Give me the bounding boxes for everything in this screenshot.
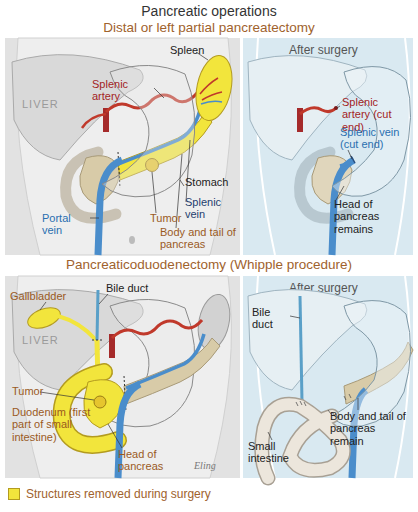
part-label: Splenic artery <box>92 78 156 103</box>
title: Pancreatic operations <box>0 3 418 19</box>
part-label: Body and tail of pancreas remain <box>330 410 410 447</box>
spleen <box>191 52 238 124</box>
panel-background <box>5 276 240 478</box>
part-label: Splenic vein <box>185 196 240 221</box>
section-heading: Distal or left partial pancreatectomy <box>0 20 418 36</box>
splenic-artery <box>112 320 202 338</box>
part-label: Small intestine <box>248 440 302 465</box>
panel-background <box>5 38 240 255</box>
splenic-vein <box>126 334 204 388</box>
panel-heading: After surgery <box>243 38 413 57</box>
part-label: Portal vein <box>42 212 92 237</box>
bile-duct <box>300 296 302 402</box>
part-label: Splenic vein (cut end) <box>340 126 410 151</box>
tumor <box>94 396 106 408</box>
navel <box>129 236 135 244</box>
splenic-artery-stub <box>300 108 336 114</box>
part-label: Head of pancreas remains <box>334 198 410 235</box>
part-label: Bile duct <box>252 306 292 331</box>
splenic-vein-stub <box>340 160 352 166</box>
part-label: Tumor <box>150 212 186 224</box>
part-label: Gallbladder <box>10 290 76 302</box>
cystic-duct <box>58 316 96 340</box>
cut-line <box>92 340 104 341</box>
legend-swatch <box>8 488 20 500</box>
spleen-vessels <box>200 78 222 100</box>
spleen-vessels <box>201 101 222 104</box>
organ-watermark: LIVER <box>22 334 72 346</box>
organ-watermark: LIVER <box>22 98 72 110</box>
section-heading: Pancreaticoduodenectomy (Whipple procedu… <box>0 257 418 273</box>
part-label: Head of pancreas <box>118 448 182 473</box>
gallbladder <box>25 304 63 333</box>
part-label: Spleen <box>170 44 210 56</box>
part-label: Bile duct <box>106 282 162 294</box>
part-label: Body and tail of pancreas <box>160 226 236 251</box>
artist-signature: Eling <box>194 460 234 471</box>
part-label: Duodenum (first part of small intestine) <box>12 406 98 443</box>
bile-duct <box>97 290 98 340</box>
part-label: Stomach <box>185 176 237 188</box>
hepatic-artery <box>82 114 106 128</box>
portal-vein <box>98 160 122 255</box>
legend-text: Structures removed during surgery <box>26 487 211 501</box>
part-label: Tumor <box>12 385 48 397</box>
